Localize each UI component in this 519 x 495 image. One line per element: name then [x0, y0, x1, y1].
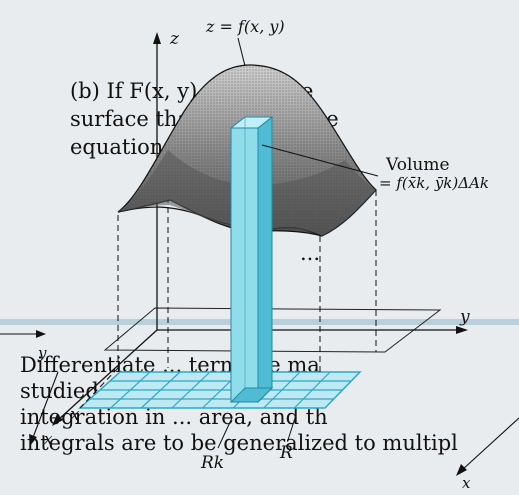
surface-label: z = f(x, y) — [205, 17, 285, 36]
region-rk-label: Rk — [200, 453, 224, 473]
small-y-axis-label: y — [37, 344, 47, 362]
volume-formula: = f(x̄k, ȳk)ΔAk — [379, 174, 489, 192]
y-axis-label: y — [459, 307, 470, 327]
bg-text-line: integration in ... area, and th — [20, 405, 328, 429]
small-x-axis — [31, 371, 59, 441]
prism-top-face — [229, 116, 274, 129]
region-r-label: R — [279, 443, 293, 463]
small-x-axis-label: x — [44, 430, 53, 448]
prism-front-face — [230, 127, 259, 403]
z-axis-label: z — [169, 29, 180, 49]
x-axis-label: x — [70, 405, 80, 425]
z-axis-arrowhead — [153, 32, 161, 44]
prism-base-cell — [229, 387, 274, 403]
volume-leader — [261, 144, 379, 177]
xy-plane — [103, 307, 442, 353]
surface-label-leader — [237, 37, 246, 67]
right-x-axis-arrowhead — [456, 464, 467, 476]
r-leader — [287, 414, 297, 441]
x-axis — [57, 329, 158, 421]
volume-prism — [229, 115, 274, 404]
bg-text-line: integrals are to be generalized to multi… — [20, 431, 458, 455]
dashed-projections — [79, 190, 377, 409]
right-x-axis — [461, 417, 519, 471]
x-axis-arrowhead — [52, 414, 63, 426]
right-x-axis-label: x — [462, 474, 471, 491]
y-axis-arrowhead — [456, 326, 468, 334]
volume-label: Volume — [385, 155, 450, 175]
bg-text-line: ... — [300, 241, 320, 265]
rk-leader — [217, 417, 233, 449]
small-x-axis-arrowhead — [29, 434, 37, 446]
prism-side-face — [257, 115, 273, 404]
small-y-axis-arrowhead — [36, 330, 46, 338]
